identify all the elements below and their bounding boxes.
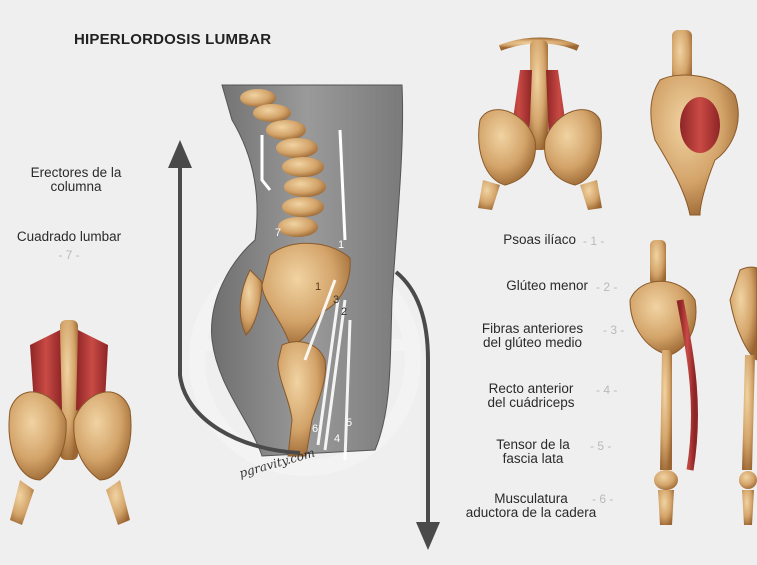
lateral-pelvis-gluteus-figure xyxy=(650,30,739,216)
label-line: Glúteo menor xyxy=(506,278,588,293)
label-number: - 5 - xyxy=(590,439,612,453)
label-gluteo-menor: Glúteo menor xyxy=(440,279,588,293)
label-tensor-fascia: Tensor de la fascia lata xyxy=(474,438,592,466)
figure-number: 7 xyxy=(275,227,281,239)
label-number: - 2 - xyxy=(596,280,618,294)
figure-number: 3 xyxy=(333,294,339,306)
label-cuadrado-lumbar: Cuadrado lumbar - 7 - xyxy=(0,229,138,263)
leg-rectus-femoris-figure xyxy=(629,240,757,525)
figure-number: 6 xyxy=(312,423,318,435)
label-number: - 1 - xyxy=(583,234,605,248)
label-line: columna xyxy=(50,179,102,194)
arrow-down-icon xyxy=(416,522,440,550)
label-line: del glúteo medio xyxy=(482,335,583,350)
movement-arrows xyxy=(168,140,440,550)
arrow-up-icon xyxy=(168,140,192,168)
label-psoas: Psoas ilíaco xyxy=(440,233,576,247)
label-line: aductora de la cadera xyxy=(465,505,597,520)
posterior-pelvis-figure xyxy=(8,320,132,525)
figure-numbers: 7 1 1 3 2 5 4 6 xyxy=(275,227,352,445)
label-number: - 6 - xyxy=(592,492,614,506)
label-aductores: Musculatura aductora de la cadera xyxy=(446,492,616,520)
label-gluteo-medio: Fibras anteriores del glúteo medio xyxy=(460,322,605,350)
label-line: Cuadrado lumbar xyxy=(16,229,122,244)
figure-number: 1 xyxy=(315,281,321,293)
label-recto-anterior: Recto anterior del cuádriceps xyxy=(466,382,596,410)
diagram-title: HIPERLORDOSIS LUMBAR xyxy=(74,31,272,48)
label-line: Recto anterior xyxy=(488,381,574,396)
label-line: Tensor de la xyxy=(496,437,570,452)
center-body-figure xyxy=(211,84,404,461)
label-line: Psoas ilíaco xyxy=(503,232,576,247)
label-line: Musculatura xyxy=(494,491,568,506)
label-line: Erectores de la xyxy=(30,165,122,180)
figure-number: 1 xyxy=(338,239,344,251)
anterior-pelvis-psoas-figure xyxy=(478,37,602,210)
label-line: fascia lata xyxy=(502,451,564,466)
label-line: del cuádriceps xyxy=(487,395,575,410)
label-number: - 4 - xyxy=(596,383,618,397)
lumbar-spine xyxy=(240,89,326,237)
figure-number: 5 xyxy=(346,417,352,429)
figure-number: 2 xyxy=(341,306,347,318)
label-line: Fibras anteriores xyxy=(481,321,584,336)
label-number: - 3 - xyxy=(603,323,625,337)
label-erectores: Erectores de la columna xyxy=(8,166,144,194)
label-number: - 7 - xyxy=(58,248,80,262)
figure-number: 4 xyxy=(334,433,340,445)
